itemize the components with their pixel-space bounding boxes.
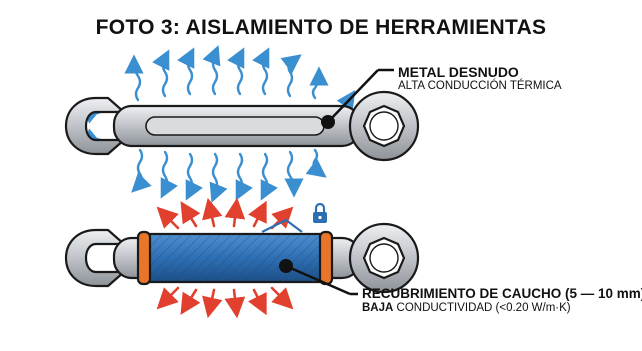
rubber-coating xyxy=(136,230,334,286)
bare-metal-sublabel: ALTA CONDUCCIÓN TÉRMICA xyxy=(398,80,562,93)
conductivity-value: CONDUCTIVIDAD (<0.20 W/m·K) xyxy=(393,301,571,314)
bare-metal-wrench xyxy=(64,90,420,162)
rubber-coating-sublabel: BAJA CONDUCTIVIDAD (<0.20 W/m·K) xyxy=(362,302,642,315)
rubber-coating-label: RECUBRIMIENTO DE CAUCHO (5 — 10 mm) xyxy=(362,286,642,301)
callout-rubber-coating: RECUBRIMIENTO DE CAUCHO (5 — 10 mm) BAJA… xyxy=(362,286,642,315)
conductivity-level: BAJA xyxy=(362,301,394,314)
bare-metal-label: METAL DESNUDO xyxy=(398,64,519,80)
lock-icon xyxy=(313,202,327,223)
callout-bare-metal-leader xyxy=(321,68,394,129)
diagram-title: FOTO 3: AISLAMIENTO DE HERRAMIENTAS xyxy=(95,16,547,39)
callout-rubber-leader xyxy=(279,259,358,296)
shield-triangle-icon xyxy=(261,218,303,233)
insulated-wrench xyxy=(64,222,420,294)
callout-bare-metal: METAL DESNUDO ALTA CONDUCCIÓN TÉRMICA xyxy=(398,64,562,93)
heat-waves-bare xyxy=(80,45,356,203)
